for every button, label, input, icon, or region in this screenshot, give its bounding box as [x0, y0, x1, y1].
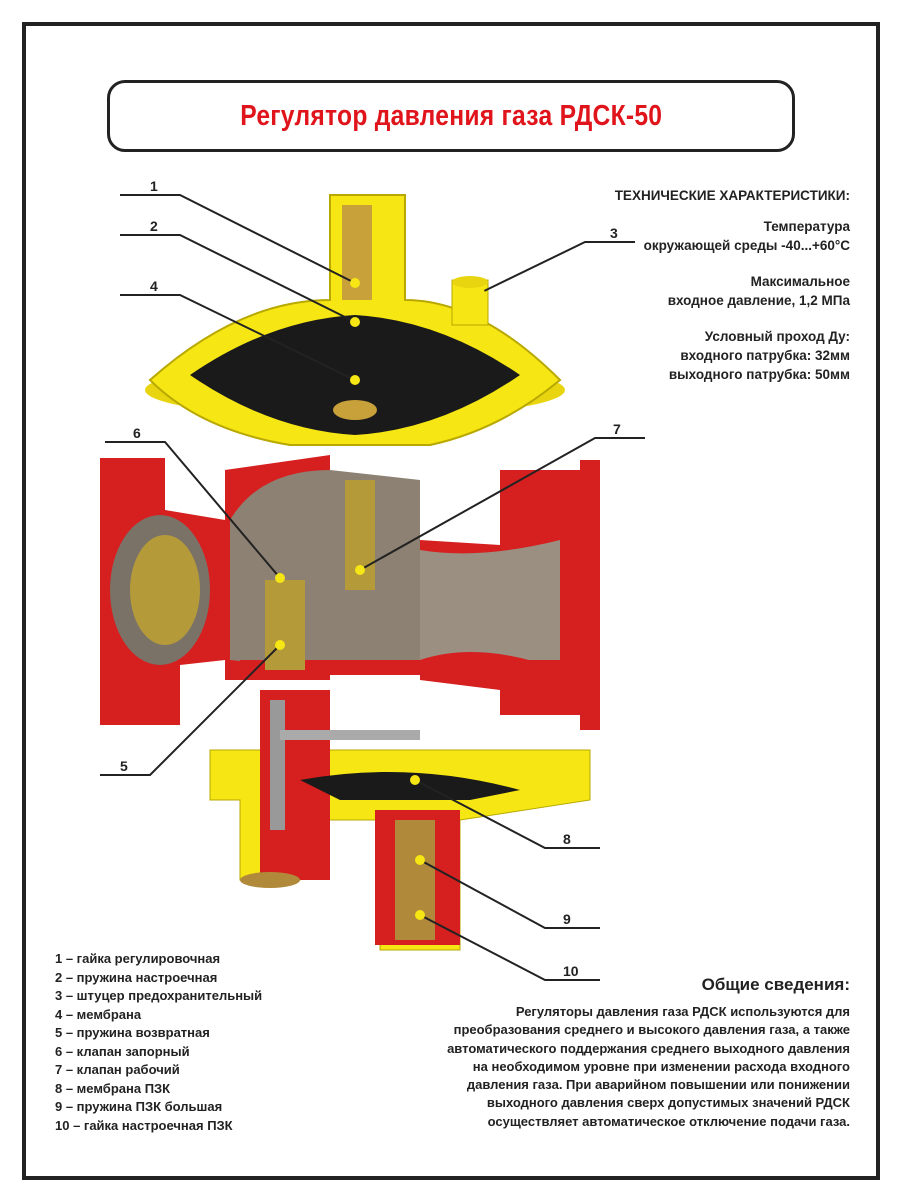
callout-lines: [100, 194, 645, 981]
spec-pressure: Максимальное входное давление, 1,2 МПа: [615, 272, 850, 310]
legend-item: 4 – мембрана: [55, 1006, 142, 1022]
poster-frame: [22, 22, 880, 1180]
title-box: Регулятор давления газа РДСК-50: [107, 80, 795, 152]
callout-3: 3: [610, 225, 618, 241]
parts-legend: 1 – гайка регулировочная 2 – пружина нас…: [55, 950, 262, 1135]
spec-line: окружающей среды -40...+60°С: [643, 238, 850, 253]
spec-line: выходного патрубка: 50мм: [668, 367, 850, 382]
technical-specs: ТЕХНИЧЕСКИЕ ХАРАКТЕРИСТИКИ: Температура …: [615, 186, 850, 401]
legend-item: 3 – штуцер предохранительный: [55, 988, 263, 1003]
callout-9: 9: [563, 911, 571, 927]
specs-heading: ТЕХНИЧЕСКИЕ ХАРАКТЕРИСТИКИ:: [614, 188, 850, 203]
callout-4: 4: [150, 278, 158, 294]
spec-diameter: Условный проход Ду: входного патрубка: 3…: [615, 327, 850, 384]
legend-item: 2 – пружина настроечная: [55, 969, 218, 985]
callout-2: 2: [150, 218, 158, 234]
poster-title: Регулятор давления газа РДСК-50: [239, 99, 663, 132]
callout-5: 5: [120, 758, 128, 774]
callout-7: 7: [613, 421, 621, 437]
spec-line: Максимальное: [750, 274, 850, 289]
callout-8: 8: [563, 831, 571, 847]
callout-1: 1: [150, 178, 158, 194]
legend-item: 9 – пружина ПЗК большая: [55, 1099, 223, 1114]
spec-line: входного патрубка: 32мм: [680, 348, 850, 363]
callout-10: 10: [563, 963, 579, 979]
legend-item: 10 – гайка настроечная ПЗК: [55, 1117, 233, 1133]
legend-item: 6 – клапан запорный: [55, 1043, 190, 1059]
general-info: Общие сведения: Регуляторы давления газа…: [430, 975, 850, 1131]
info-text: Регуляторы давления газа РДСК используют…: [447, 1004, 850, 1129]
spec-line: входное давление, 1,2 МПа: [667, 293, 850, 308]
spec-line: Температура: [763, 219, 850, 234]
spec-line: Условный проход Ду:: [704, 329, 850, 344]
callout-6: 6: [133, 425, 141, 441]
lower-assembly: [209, 480, 591, 951]
legend-item: 1 – гайка регулировочная: [55, 951, 221, 966]
callout-dots: [275, 278, 485, 920]
legend-item: 7 – клапан рабочий: [55, 1062, 180, 1077]
legend-item: 5 – пружина возвратная: [55, 1025, 210, 1040]
info-heading: Общие сведения:: [701, 975, 850, 994]
legend-item: 8 – мембрана ПЗК: [55, 1080, 171, 1096]
spec-temperature: Температура окружающей среды -40...+60°С: [615, 217, 850, 255]
